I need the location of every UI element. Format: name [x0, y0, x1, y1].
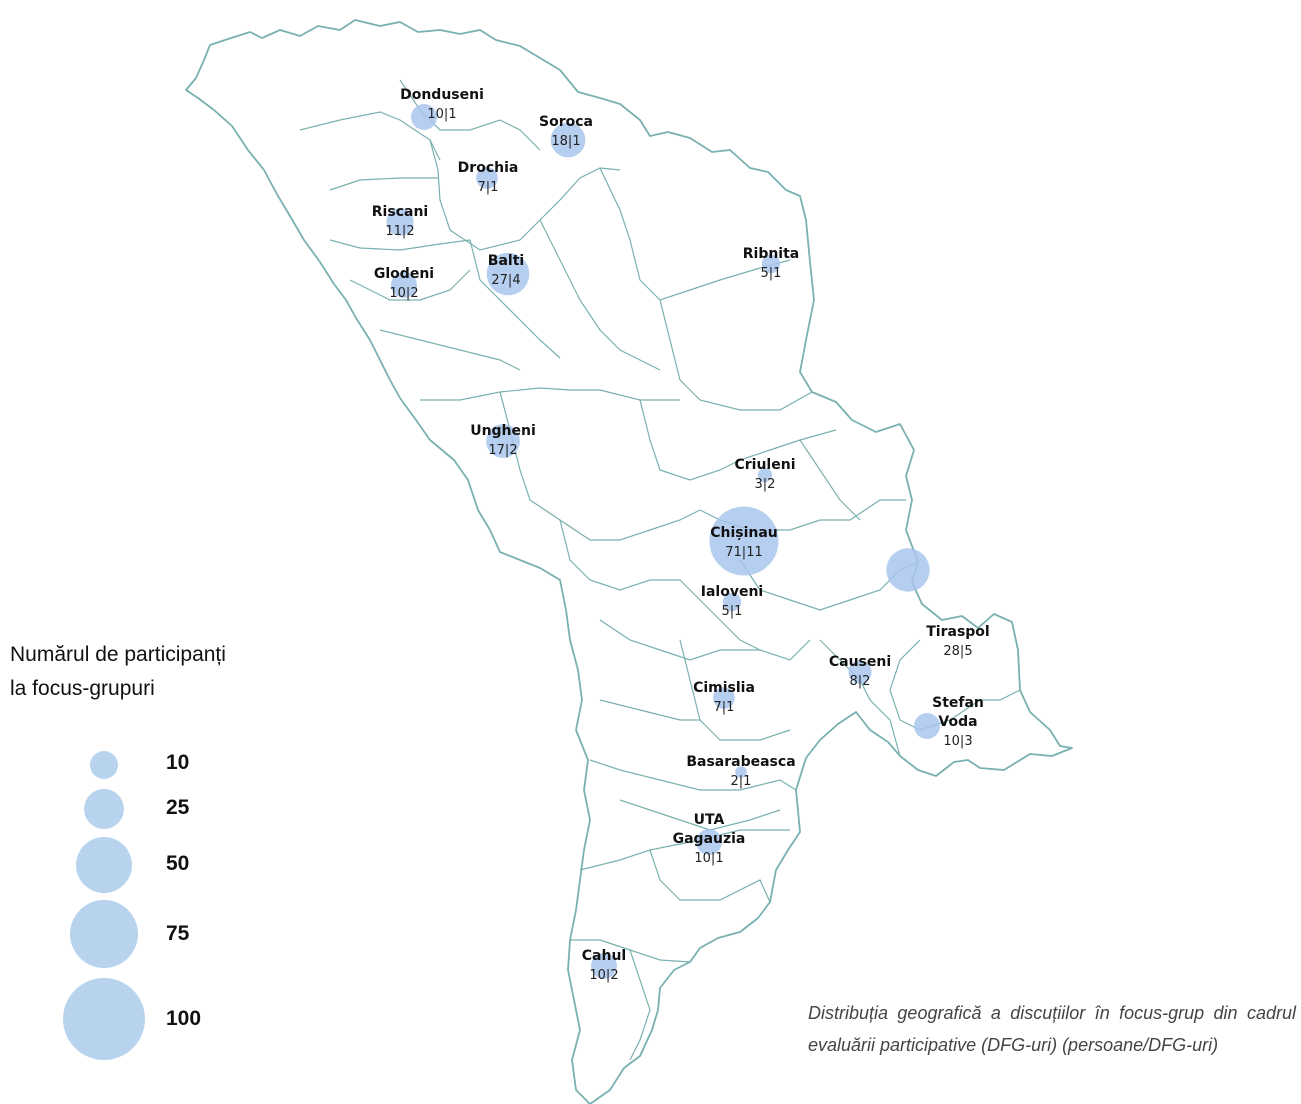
legend-label-25: 25 [166, 796, 190, 819]
bubble-donduseni [411, 104, 437, 130]
bubble-riscani [386, 208, 414, 236]
label-ialoveni: Ialoveni [701, 584, 763, 600]
label-stefan-voda-line2: Voda [938, 714, 977, 730]
bubble-stefan-voda [914, 713, 940, 739]
legend-label-75: 75 [166, 922, 190, 945]
bubble-cahul [591, 953, 617, 979]
stats-balti: 27|4 [491, 273, 520, 288]
stats-stefan-voda: 10|3 [943, 734, 972, 749]
label-balti: Balti [488, 253, 524, 269]
label-uta-gagauzia-line1: UTA [694, 812, 725, 828]
stats-cimislia: 7|1 [714, 700, 735, 715]
bubble-cimislia [713, 687, 735, 709]
bubble-ialoveni [722, 592, 742, 612]
map-caption: Distribuția geografică a discuțiilor în … [808, 1003, 1296, 1055]
bubble-ungheni [486, 424, 520, 458]
bubble-uta-gagauzia [696, 829, 722, 855]
label-criuleni: Criuleni [734, 457, 795, 473]
label-ungheni: Ungheni [470, 423, 536, 439]
label-causeni: Causeni [829, 654, 891, 670]
stats-riscani: 11|2 [385, 224, 414, 239]
bubble-basarabeasca [735, 766, 747, 778]
legend-bubble-50 [76, 837, 132, 893]
stats-ialoveni: 5|1 [722, 604, 743, 619]
label-tiraspol: Tiraspol [926, 624, 989, 640]
legend-title-line2: la focus-grupuri [10, 677, 155, 700]
country-outline [185, 19, 1073, 1104]
legend-label-10: 10 [166, 751, 190, 774]
stats-soroca: 18|1 [551, 134, 580, 149]
stats-criuleni: 3|2 [755, 477, 776, 492]
bubble-soroca [550, 122, 586, 158]
label-glodeni: Glodeni [374, 266, 434, 282]
stats-drochia: 7|1 [478, 180, 499, 195]
legend-bubble-25 [84, 789, 124, 829]
label-ribnita: Ribnita [743, 246, 800, 262]
legend-label-100: 100 [166, 1007, 202, 1030]
label-donduseni: Donduseni [400, 87, 484, 103]
stats-causeni: 8|2 [850, 674, 871, 689]
label-riscani: Riscani [372, 204, 428, 220]
bubble-causeni [848, 660, 872, 684]
stats-tiraspol: 28|5 [943, 644, 972, 659]
stats-chi-inau: 71|11 [725, 545, 762, 560]
label-basarabeasca: Basarabeasca [686, 754, 795, 770]
legend-bubble-10 [90, 751, 118, 779]
bubble-glodeni [391, 272, 417, 298]
legend-title-line1: Numărul de participanți [10, 643, 226, 666]
stats-cahul: 10|2 [589, 968, 618, 983]
legend-bubble-75 [70, 900, 138, 968]
stats-ungheni: 17|2 [488, 443, 517, 458]
bubble-drochia [476, 167, 498, 189]
legend-label-50: 50 [166, 852, 190, 875]
label-stefan-voda-line1: Stefan [932, 695, 984, 711]
label-drochia: Drochia [458, 160, 519, 176]
label-chi-inau: Chișinau [710, 525, 778, 541]
bubbles-layer [386, 104, 940, 979]
label-soroca: Soroca [539, 114, 593, 130]
bubble-criuleni [757, 467, 773, 483]
stats-uta-gagauzia: 10|1 [694, 851, 723, 866]
stats-glodeni: 10|2 [389, 286, 418, 301]
legend-bubble-100 [63, 978, 145, 1060]
legend-title: Numărul de participanți la focus-grupuri [10, 638, 310, 706]
label-uta-gagauzia-line2: Gagauzia [673, 831, 746, 847]
stats-basarabeasca: 2|1 [731, 774, 752, 789]
stats-donduseni: 10|1 [427, 107, 456, 122]
bubble-tiraspol [886, 548, 930, 592]
bubble-balti [486, 252, 530, 296]
label-cahul: Cahul [582, 948, 626, 964]
district-borders [299, 79, 1021, 1061]
label-cimislia: Cimislia [693, 680, 755, 696]
stats-ribnita: 5|1 [761, 266, 782, 281]
bubble-ribnita [761, 254, 781, 274]
bubble-chi-inau [709, 506, 779, 576]
